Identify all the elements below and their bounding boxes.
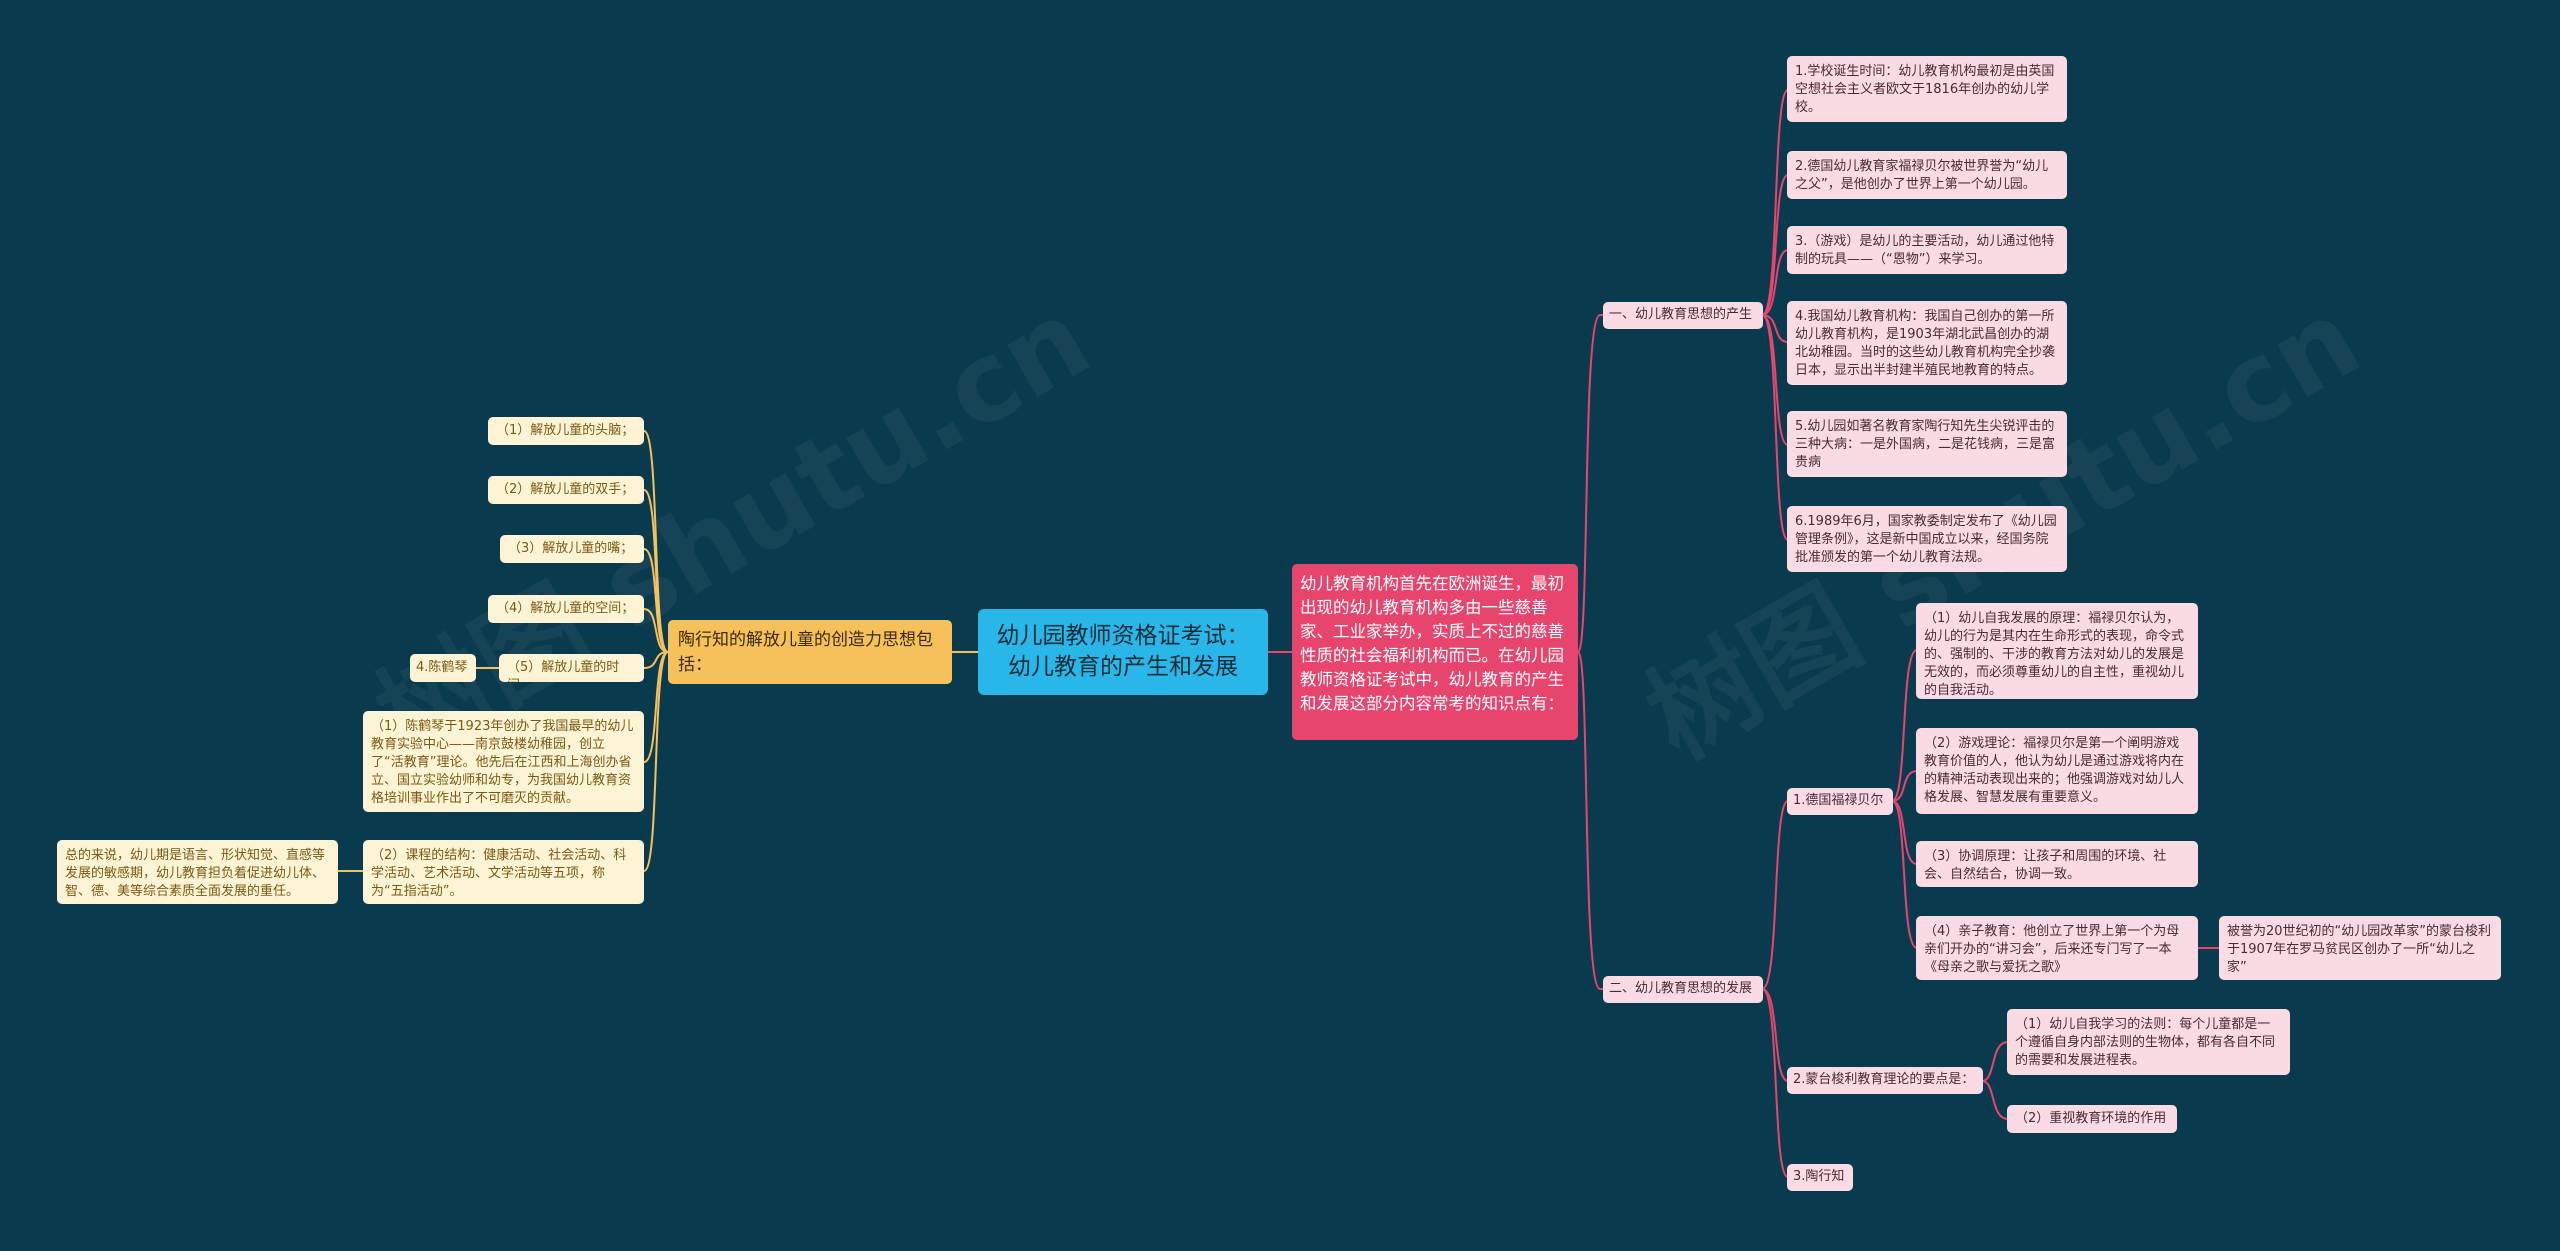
center-description[interactable]: 幼儿教育机构首先在欧洲诞生，最初出现的幼儿教育机构多由一些慈善家、工业家举办，实…	[1292, 564, 1578, 740]
chen-heqin-tag[interactable]: 4.陈鹤琴	[410, 654, 476, 682]
root-topic[interactable]: 幼儿园教师资格证考试： 幼儿教育的产生和发展	[978, 609, 1268, 695]
origin-item[interactable]: 1.学校诞生时间：幼儿教育机构最初是由英国空想社会主义者欧文于1816年创办的幼…	[1787, 56, 2067, 122]
chen-heqin-item[interactable]: （2）课程的结构：健康活动、社会活动、科学活动、艺术活动、文学活动等五项，称为“…	[363, 840, 644, 904]
froebel-item[interactable]: （1）幼儿自我发展的原理：福禄贝尔认为，幼儿的行为是其内在生命形式的表现，命令式…	[1916, 603, 2198, 699]
tao-node[interactable]: 3.陶行知	[1787, 1164, 1853, 1191]
liberation-item[interactable]: （5）解放儿童的时间。	[499, 654, 644, 682]
origin-item[interactable]: 5.幼儿园如著名教育家陶行知先生尖锐评击的三种大病：一是外国病，二是花钱病，三是…	[1787, 411, 2067, 477]
summary-note[interactable]: 总的来说，幼儿期是语言、形状知觉、直感等发展的敏感期，幼儿教育担负着促进幼儿体、…	[57, 840, 338, 904]
montessori-item[interactable]: （2）重视教育环境的作用	[2007, 1105, 2177, 1133]
origin-item[interactable]: 2.德国幼儿教育家福禄贝尔被世界誉为“幼儿之父”，是他创办了世界上第一个幼儿园。	[1787, 151, 2067, 199]
montessori-node[interactable]: 2.蒙台梭利教育理论的要点是：	[1787, 1067, 1983, 1094]
chen-heqin-item[interactable]: （1）陈鹤琴于1923年创办了我国最早的幼儿教育实验中心——南京鼓楼幼稚园，创立…	[363, 711, 644, 812]
liberation-item[interactable]: （3）解放儿童的嘴；	[500, 535, 644, 563]
froebel-item[interactable]: （4）亲子教育：他创立了世界上第一个为母亲们开办的“讲习会”，后来还专门写了一本…	[1916, 916, 2198, 980]
branch-development[interactable]: 二、幼儿教育思想的发展	[1603, 976, 1763, 1003]
liberation-item[interactable]: （2）解放儿童的双手；	[488, 476, 644, 504]
froebel-item[interactable]: （3）协调原理：让孩子和周围的环境、社会、自然结合，协调一致。	[1916, 841, 2198, 887]
montessori-item[interactable]: （1）幼儿自我学习的法则：每个儿童都是一个遵循自身内部法则的生物体，都有各自不同…	[2007, 1009, 2290, 1075]
froebel-item[interactable]: （2）游戏理论：福禄贝尔是第一个阐明游戏教育价值的人，他认为幼儿是通过游戏将内在…	[1916, 728, 2198, 814]
liberation-item[interactable]: （4）解放儿童的空间；	[488, 595, 644, 623]
origin-item[interactable]: 6.1989年6月，国家教委制定发布了《幼儿园管理条例》，这是新中国成立以来，经…	[1787, 506, 2067, 572]
branch-origin[interactable]: 一、幼儿教育思想的产生	[1603, 302, 1763, 329]
origin-item[interactable]: 3.（游戏）是幼儿的主要活动，幼儿通过他特制的玩具——（“恩物”）来学习。	[1787, 226, 2067, 274]
froebel-node[interactable]: 1.德国福禄贝尔	[1787, 788, 1893, 815]
liberation-item[interactable]: （1）解放儿童的头脑；	[488, 417, 644, 445]
tao-liberation-branch[interactable]: 陶行知的解放儿童的创造力思想包括：	[668, 620, 952, 684]
connector-center-branch2	[1577, 651, 1605, 990]
montessori-note[interactable]: 被誉为20世纪初的“幼儿园改革家”的蒙台梭利于1907年在罗马贫民区创办了一所“…	[2219, 916, 2501, 980]
origin-item[interactable]: 4.我国幼儿教育机构：我国自己创办的第一所幼儿教育机构，是1903年湖北武昌创办…	[1787, 301, 2067, 385]
connector-center-branch1	[1577, 314, 1605, 653]
